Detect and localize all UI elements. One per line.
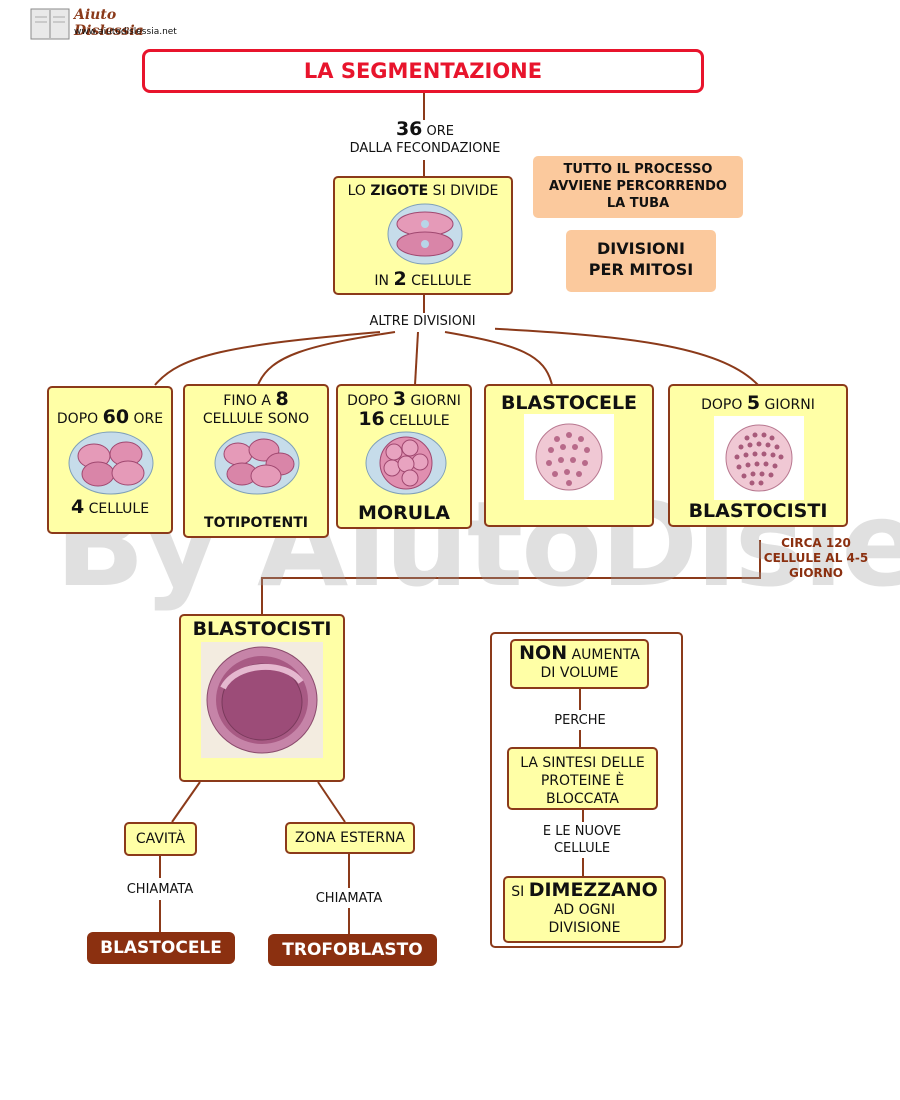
non-aumenta-box: NON AUMENTA DI VOLUME (510, 639, 649, 689)
blastocele-image-frame (524, 414, 614, 500)
logo-brand: Aiuto Dislessia (74, 7, 144, 39)
non-line2: DI VOLUME (540, 665, 619, 681)
volume-frame (490, 632, 683, 948)
zigote-cells: CELLULE (406, 273, 472, 289)
s3-post: GIORNI (406, 393, 461, 409)
s5-bottom: BLASTOCISTI (688, 500, 828, 522)
blastocisti-large-image-frame (201, 642, 323, 758)
perche-label: PERCHE (530, 712, 630, 729)
book-icon (30, 8, 70, 40)
result-trofoblasto: TROFOBLASTO (268, 934, 437, 966)
zigote-box: LO ZIGOTE SI DIVIDE IN 2 CELLULE (333, 176, 513, 295)
s2-line2: CELLULE SONO (202, 411, 310, 427)
time-line2: DALLA FECONDAZIONE (349, 141, 501, 156)
connector-to-cavita (171, 781, 201, 823)
dimezzano-box: SI DIMEZZANO AD OGNI DIVISIONE (503, 876, 666, 943)
zigote-pre: LO (347, 183, 371, 199)
non-rest: AUMENTA (567, 647, 640, 663)
nuove-label: E LE NUOVE CELLULE (530, 823, 634, 857)
zigote-post: SI DIVIDE (428, 183, 499, 199)
chiamata-label-2: CHIAMATA (299, 890, 399, 907)
s3-pre: DOPO (347, 393, 393, 409)
cavita-box: CAVITÀ (124, 822, 197, 856)
logo: Aiuto Dislessia www.aiutodislessia.net (30, 6, 190, 42)
blastocele-image (535, 423, 603, 491)
sintesi-box: LA SINTESI DELLE PROTEINE È BLOCCATA (507, 747, 658, 810)
zigote-in: IN (374, 273, 394, 289)
stage-8-cellule: FINO A 8 CELLULE SONO TOTIPOTENTI (183, 384, 329, 538)
time-unit: ORE (426, 124, 455, 139)
time-number: 36 (395, 118, 423, 140)
non-bold: NON (519, 642, 568, 664)
page-title: LA SEGMENTAZIONE (303, 59, 543, 83)
s3-num2: 16 (358, 408, 385, 430)
s1-pre: DOPO (56, 411, 103, 427)
connector-to-stage4 (444, 331, 553, 386)
cavita-text: CAVITÀ (135, 831, 186, 847)
stage-blastocele: BLASTOCELE (484, 384, 654, 527)
time-label: 36 ORE DALLA FECONDAZIONE (330, 118, 520, 157)
blastocisti-title: BLASTOCISTI (192, 618, 332, 640)
chiamata-label-1: CHIAMATA (110, 881, 210, 898)
connector-to-stage3 (414, 331, 419, 386)
blastocisti-box: BLASTOCISTI (179, 614, 345, 782)
s2-num: 8 (275, 388, 289, 410)
s1-post: ORE (129, 411, 164, 427)
s5-post: GIORNI (760, 397, 815, 413)
result-blastocele: BLASTOCELE (87, 932, 235, 964)
zona-esterna-box: ZONA ESTERNA (285, 822, 415, 854)
stage-morula: DOPO 3 GIORNI 16 CELLULE MORULA (336, 384, 472, 529)
s1-num: 60 (102, 406, 130, 428)
circa-note: CIRCA 120 CELLULE AL 4-5 GIORNO (763, 536, 869, 580)
blastocisti-large-image (206, 646, 318, 754)
s1-bottom-num: 4 (70, 496, 85, 518)
zona-esterna-text: ZONA ESTERNA (294, 830, 406, 846)
tube-note-text: TUTTO IL PROCESSO AVVIENE PERCORRENDO LA… (549, 162, 727, 211)
ogni-text: AD OGNI DIVISIONE (548, 902, 621, 936)
morula-image (365, 431, 447, 495)
connector-to-stage5 (479, 327, 759, 386)
logo-url: www.aiutodislessia.net (74, 27, 177, 37)
s3-post2: CELLULE (384, 413, 450, 429)
tube-note: TUTTO IL PROCESSO AVVIENE PERCORRENDO LA… (533, 156, 743, 218)
s5-pre: DOPO (701, 397, 747, 413)
sintesi-text: LA SINTESI DELLE PROTEINE È BLOCCATA (520, 755, 645, 807)
zigote-num: 2 (393, 268, 407, 290)
s2-pre: FINO A (223, 393, 276, 409)
connector-to-stage2 (257, 331, 396, 386)
mitosis-note-text: DIVISIONI PER MITOSI (588, 239, 694, 279)
s1-bottom-text: CELLULE (84, 501, 150, 517)
si-text: SI (511, 884, 529, 900)
s2-bottom: TOTIPOTENTI (204, 515, 308, 531)
dimezzano-text: DIMEZZANO (528, 879, 658, 901)
four-cell-embryo-image (68, 431, 154, 495)
zigote-bold: ZIGOTE (370, 183, 429, 199)
two-cell-embryo-image (387, 203, 463, 265)
connector-stage5-blastocisti (261, 540, 761, 614)
mitosis-note: DIVISIONI PER MITOSI (566, 230, 716, 292)
eight-cell-embryo-image (214, 431, 300, 495)
stage-blastocisti: DOPO 5 GIORNI BLASTOCISTI (668, 384, 848, 527)
altre-divisioni-label: ALTRE DIVISIONI (350, 313, 495, 330)
connector-to-zona (317, 781, 346, 823)
blastocisti-small-image (725, 424, 793, 492)
s5-num: 5 (746, 392, 761, 414)
s4-top: BLASTOCELE (500, 392, 638, 414)
s3-bottom: MORULA (358, 502, 450, 524)
connector-to-stage1 (154, 331, 381, 386)
blastocisti-small-image-frame (714, 416, 804, 500)
title-box: LA SEGMENTAZIONE (142, 49, 704, 93)
stage-60-ore: DOPO 60 ORE 4 CELLULE (47, 386, 173, 534)
s3-num: 3 (392, 388, 407, 410)
